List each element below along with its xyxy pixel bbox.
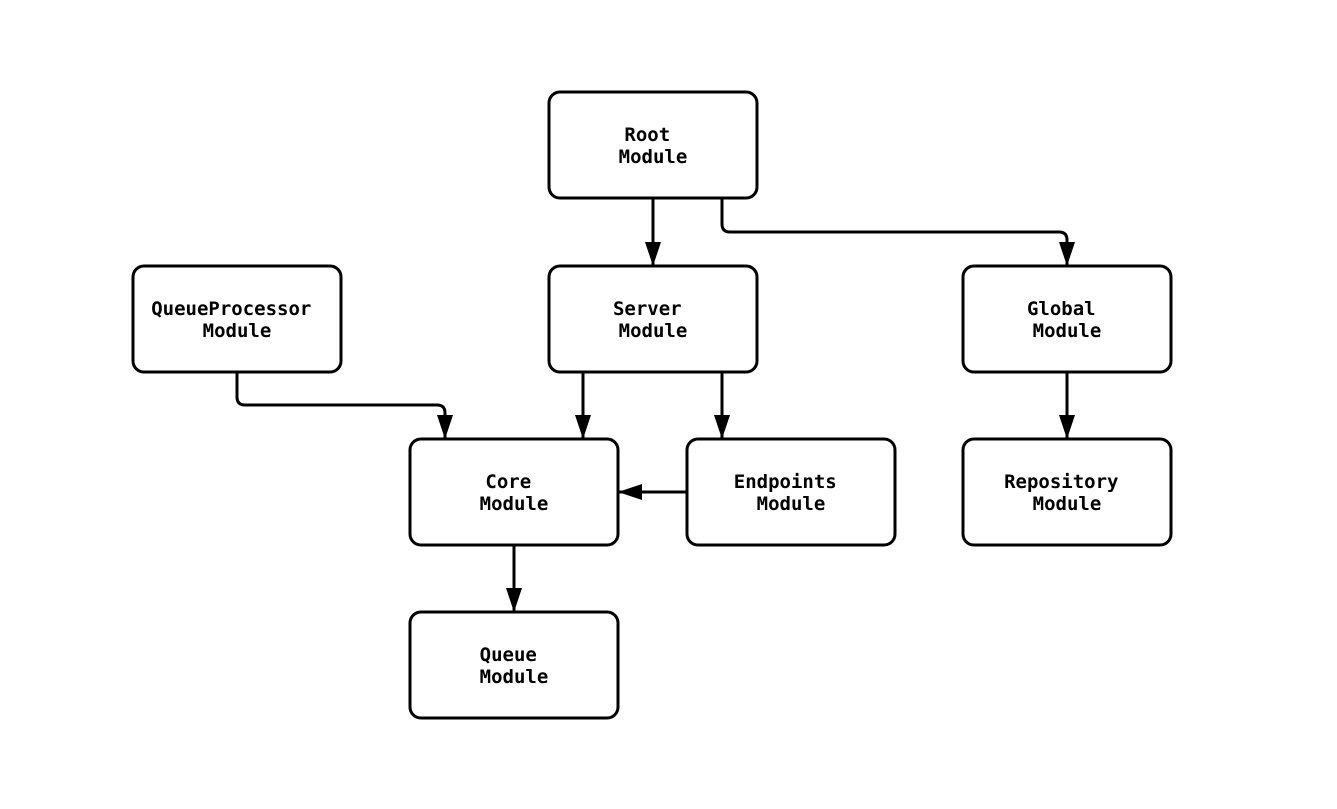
node-queue-module: Queue Module — [408, 610, 620, 720]
node-global-module: Global Module — [961, 264, 1173, 374]
edge-queueprocessor-module-to-core-module — [235, 372, 453, 439]
node-global-module-label: Global Module — [1027, 298, 1107, 342]
node-endpoints-module-box — [685, 437, 897, 547]
node-queueprocessor-module-label: QueueProcessor Module — [151, 298, 323, 342]
node-repository-module: Repository Module — [961, 437, 1173, 547]
node-server-module: Server Module — [547, 264, 759, 374]
node-repository-module-label: Repository Module — [1004, 471, 1130, 515]
node-repository-module-box — [961, 437, 1173, 547]
node-queue-module-box — [408, 610, 620, 720]
node-root-module: Root Module — [547, 90, 759, 200]
node-queue-module-label: Queue Module — [480, 644, 549, 688]
node-root-module-label: Root Module — [619, 124, 688, 168]
node-root-module-box — [547, 90, 759, 200]
node-queueprocessor-module: QueueProcessor Module — [131, 264, 343, 374]
node-global-module-box — [961, 264, 1173, 374]
node-core-module: Core Module — [408, 437, 620, 547]
edge-layer — [235, 198, 1075, 612]
node-queueprocessor-module-box — [131, 264, 343, 374]
node-server-module-box — [547, 264, 759, 374]
node-core-module-label: Core Module — [480, 471, 549, 515]
node-server-module-label: Server Module — [613, 298, 693, 342]
node-endpoints-module-label: Endpoints Module — [734, 471, 848, 515]
edge-root-module-to-global-module — [720, 198, 1075, 266]
node-core-module-box — [408, 437, 620, 547]
node-endpoints-module: Endpoints Module — [685, 437, 897, 547]
